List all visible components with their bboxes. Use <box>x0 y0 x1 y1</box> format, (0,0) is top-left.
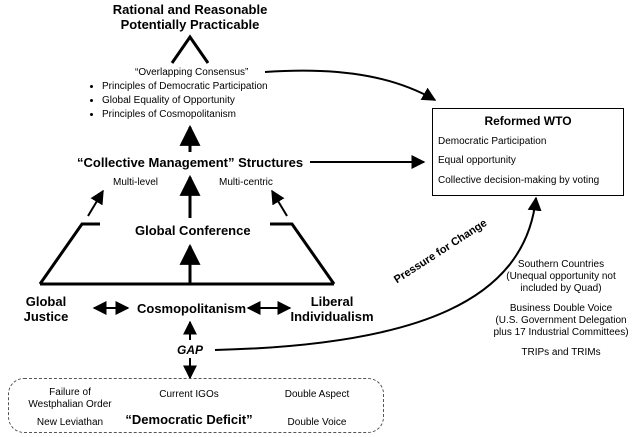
double-aspect-label: Double Aspect <box>284 389 350 400</box>
wto-item: Equal opportunity <box>438 155 516 166</box>
multi-level-label: Multi-level <box>113 177 159 188</box>
global-conference-label: Global Conference <box>135 223 251 238</box>
arrow-consensus-wto <box>264 69 437 101</box>
democratic-deficit-box: Failure of Westphalian Order Current IGO… <box>8 378 384 433</box>
apex-title-line2: Potentially Practicable <box>120 17 260 32</box>
arrow-right-diagonal <box>271 189 288 217</box>
new-leviathan-label: New Leviathan <box>36 417 104 428</box>
democratic-deficit-label: “Democratic Deficit” <box>125 412 253 427</box>
business-double-voice-line: (U.S. Government Delegation <box>495 315 627 326</box>
reformed-wto-title: Reformed WTO <box>484 114 572 128</box>
arrow-left-diagonal <box>87 189 104 217</box>
global-justice-line1: Global <box>25 294 67 309</box>
current-igos-label: Current IGOs <box>159 389 219 400</box>
lower-trapezoid <box>38 222 100 285</box>
business-double-voice-line: Business Double Voice <box>509 303 613 314</box>
principles-list: Principles of Democratic Participation G… <box>88 80 268 122</box>
liberal-individualism-line2: Individualism <box>290 309 374 324</box>
business-double-voice-line: plus 17 Industrial Committees) <box>493 327 629 338</box>
principle-item: Principles of Cosmopolitanism <box>102 108 268 122</box>
multi-centric-label: Multi-centric <box>219 177 273 188</box>
gap-label: GAP <box>177 343 204 357</box>
arrow-pressure-for-change <box>214 196 542 351</box>
southern-countries-line: included by Quad) <box>520 283 602 294</box>
wto-item: Democratic Participation <box>438 136 547 147</box>
liberal-individualism-line1: Liberal <box>310 294 354 309</box>
cosmopolitanism-label: Cosmopolitanism <box>137 301 247 316</box>
wto-item: Collective decision-making by voting <box>438 175 600 186</box>
apex-title-line1: Rational and Reasonable <box>112 2 268 17</box>
global-justice-line2: Justice <box>23 309 69 324</box>
principle-item: Principles of Democratic Participation <box>102 80 268 94</box>
collective-management-label: “Collective Management” Structures <box>77 155 304 170</box>
failure-westphalian-line: Westphalian Order <box>28 399 112 410</box>
failure-westphalian-line: Failure of <box>49 387 91 398</box>
trips-trims-label: TRIPs and TRIMs <box>521 347 601 358</box>
reformed-wto-box: Reformed WTO Democratic Participation Eq… <box>432 108 624 196</box>
principle-item: Global Equality of Opportunity <box>102 94 268 108</box>
double-voice-label: Double Voice <box>287 417 347 428</box>
southern-countries-line: (Unequal opportunity not <box>506 271 616 282</box>
apex-triangle <box>170 34 210 64</box>
overlapping-consensus-label: “Overlapping Consensus” <box>135 67 249 78</box>
southern-countries-line: Southern Countries <box>517 259 605 270</box>
